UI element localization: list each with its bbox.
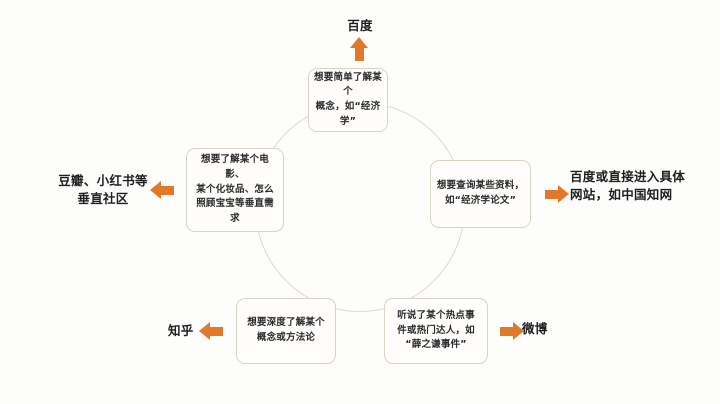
node-bottom-left-need: 想要深度了解某个 概念或方法论 — [236, 298, 336, 364]
node-top-line-2: 概念，如“经济学” — [315, 101, 381, 127]
node-bottom-left-line-2: 概念或方法论 — [256, 332, 316, 343]
node-left-line-4: 求 — [230, 213, 240, 225]
node-left-line-3: 照顾宝宝等垂直需 — [196, 198, 274, 210]
node-right-text: 想要查询某些资料， 如“经济学论文” — [437, 179, 524, 208]
outcome-label-baidu: 百度 — [347, 18, 373, 33]
outcome-label-vertical-community: 豆瓣、小红书等 垂直社区 — [58, 173, 148, 207]
arrow-left-icon-zhihu — [199, 322, 223, 340]
node-top-line-1: 想要简单了解某个 — [314, 71, 382, 98]
node-right-need: 想要查询某些资料， 如“经济学论文” — [430, 160, 531, 228]
node-bottom-right-need: 听说了某个热点事 件或热门达人，如 “薛之谦事件” — [384, 298, 488, 364]
node-top-text: 想要简单了解某个 概念，如“经济学” — [314, 71, 382, 130]
node-right-line-1: 想要查询某些资料， — [436, 180, 525, 192]
node-bottom-right-text: 听说了某个热点事 件或热门达人，如 “薛之谦事件” — [397, 309, 475, 353]
node-bottom-left-line-1: 想要深度了解某个 — [247, 317, 325, 329]
node-left-line-2: 某个化妆品、怎么 — [196, 183, 274, 195]
arrow-left-icon-vertical-community — [150, 181, 174, 199]
node-left-line-1: 想要了解某个电影、 — [201, 154, 269, 180]
node-left-text: 想要了解某个电影、 某个化妆品、怎么 照顾宝宝等垂直需 求 — [192, 153, 278, 227]
node-bottom-right-line-1: 听说了某个热点事 — [397, 309, 475, 321]
node-bottom-left-text: 想要深度了解某个 概念或方法论 — [247, 316, 325, 345]
node-bottom-right-line-3: “薛之谦事件” — [405, 339, 467, 351]
node-right-line-2: 如“经济学论文” — [444, 195, 517, 206]
node-top-need: 想要简单了解某个 概念，如“经济学” — [308, 68, 388, 132]
outcome-label-zhihu: 知乎 — [168, 323, 194, 338]
outcome-label-weibo: 微博 — [522, 321, 548, 336]
arrow-right-icon-weibo — [500, 322, 524, 340]
arrow-up-icon — [350, 37, 368, 61]
outcome-label-cnki: 百度或直接进入具体 网站，如中国知网 — [570, 169, 686, 203]
node-left-need: 想要了解某个电影、 某个化妆品、怎么 照顾宝宝等垂直需 求 — [186, 148, 284, 232]
node-bottom-right-line-2: 件或热门达人，如 — [397, 324, 475, 336]
arrow-right-icon — [545, 185, 569, 203]
